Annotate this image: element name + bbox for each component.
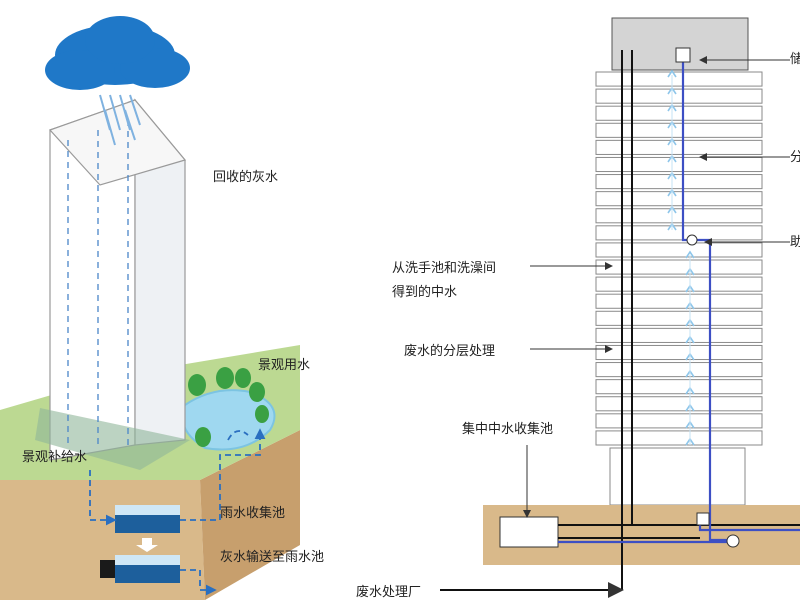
floor-slab <box>595 293 763 309</box>
floor-slab <box>595 327 763 343</box>
floor-slab <box>595 379 763 395</box>
floor-slab <box>595 310 763 326</box>
underground-flows <box>89 428 266 596</box>
label-landscape-supply: 景观补给水 <box>22 450 88 465</box>
label-distribution-partial: 分 <box>790 150 800 165</box>
floor-slab <box>595 88 763 104</box>
floor-slab <box>595 208 763 224</box>
transfer-arrow <box>136 538 158 552</box>
distribution-arrows <box>667 69 695 446</box>
label-layered-treatment: 废水的分层处理 <box>404 344 496 359</box>
booster-pump-icon <box>686 234 698 246</box>
label-grey-from-basins-2: 得到的中水 <box>392 285 458 300</box>
floor-slab <box>595 174 763 190</box>
label-wastewater-plant: 废水处理厂 <box>356 585 422 600</box>
floor-slab <box>595 225 763 241</box>
label-booster-partial: 助 <box>790 235 800 250</box>
facade-grey-water-flows <box>67 120 129 445</box>
floor-slab <box>595 191 763 207</box>
label-landscape-water: 景观用水 <box>258 358 311 373</box>
label-central-collection: 集中中水收集池 <box>462 422 554 437</box>
tower-base <box>609 447 746 506</box>
rain-cloud-icon <box>45 16 190 90</box>
floor-slab <box>595 276 763 292</box>
tower-building <box>35 98 190 470</box>
floor-slab <box>595 396 763 412</box>
floor-slab <box>595 156 763 173</box>
roof-valve-icon <box>675 47 691 63</box>
basement-valve-icon <box>696 512 710 526</box>
floor-slab <box>595 139 763 155</box>
drain-pipes <box>440 50 800 598</box>
callout-lines <box>523 56 790 518</box>
label-storage-partial: 储 <box>790 52 800 67</box>
trees <box>188 367 269 447</box>
floor-slab <box>595 122 763 138</box>
floor-slab <box>595 362 763 378</box>
central-collection-tank <box>499 516 559 548</box>
label-grey-from-basins-1: 从洗手池和洗澡间 <box>392 261 497 276</box>
rain-collection-tank <box>115 505 180 533</box>
up-arrow-icon <box>667 69 677 78</box>
tower-floors <box>595 71 763 506</box>
grey-water-tank <box>100 555 180 583</box>
floor-slab <box>595 71 763 87</box>
floor-slab <box>595 413 763 429</box>
floor-slab <box>595 344 763 361</box>
label-rain-collection-tank: 雨水收集池 <box>220 506 286 521</box>
basement-pump-icon <box>726 534 740 548</box>
floor-slab <box>595 259 763 275</box>
rain-streaks <box>99 94 141 146</box>
floor-slab <box>595 242 763 258</box>
label-grey-to-rain-tank: 灰水输送至雨水池 <box>220 550 325 565</box>
floor-slab <box>595 430 763 446</box>
label-recycled-grey-water: 回收的灰水 <box>213 170 279 185</box>
floor-slab <box>595 105 763 121</box>
up-arrow-icon <box>685 250 695 259</box>
